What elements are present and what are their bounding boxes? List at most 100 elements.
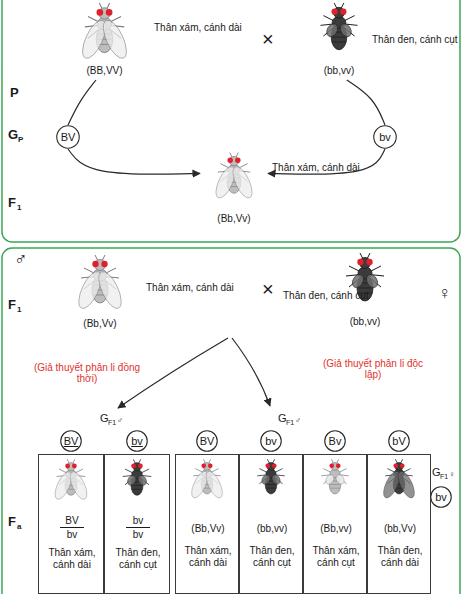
fly-wing <box>395 469 418 500</box>
gamete-label: bv <box>126 430 148 452</box>
fly-wing <box>350 272 366 289</box>
gamete-label: bv <box>260 430 282 452</box>
cross-symbol: × <box>262 278 274 300</box>
circle-shape <box>57 126 80 149</box>
generation-label: P <box>10 86 19 100</box>
genotype-label: (bb,vv) <box>300 65 378 77</box>
fly-illustration <box>242 457 300 517</box>
cross-symbol: × <box>262 28 274 50</box>
gamete-row-label: G <box>100 412 109 424</box>
subscript: 1 <box>17 204 21 213</box>
circle-shape <box>431 487 452 508</box>
gamete-row-label: G <box>8 128 18 142</box>
fly-eye <box>92 261 98 267</box>
fly-illustration <box>300 0 378 62</box>
circle-shape <box>389 431 410 452</box>
gamete-row-label: G <box>278 412 287 424</box>
fly-illustration <box>178 457 236 517</box>
subscript: a <box>17 523 21 532</box>
fly-illustration <box>107 457 167 517</box>
genotype-denominator: bv <box>126 529 150 541</box>
gamete-label: BV <box>60 430 82 452</box>
circle-shape <box>374 126 397 149</box>
offspring-cell: (bb,Vv)Thân đen, cánh dài <box>367 454 431 594</box>
fly-eye <box>340 9 346 15</box>
connector-arrow <box>68 80 96 125</box>
gamete-circle: bv <box>430 486 452 508</box>
phenotype-label: Thân đen, cánh cụt <box>108 547 168 570</box>
phenotype-caption: Thân đen, cánh cụt <box>283 290 383 302</box>
genotype-label: (bb,vv) <box>325 316 405 328</box>
circle-shape <box>325 431 346 452</box>
fly-figure: Thân đen, cánh cụt(bb,vv) <box>300 0 378 80</box>
offspring-cell: (Bb,vv)Thân xám, cánh cụt <box>303 454 367 594</box>
fly-eye <box>106 9 113 16</box>
subscript: F1 <box>440 473 448 481</box>
fly-wing <box>203 469 226 500</box>
hypothesis-note: (Giả thuyết phân li độc lập) <box>318 358 428 380</box>
offspring-cell: bvbvThân đen, cánh cụt <box>104 454 170 594</box>
fly-wing <box>324 473 335 485</box>
fly-eye <box>272 463 277 468</box>
fly-illustration <box>325 250 405 312</box>
fly-stripe <box>266 488 275 489</box>
fly-stripe <box>330 484 339 485</box>
gamete-circle: BV <box>196 430 218 452</box>
connector-arrow <box>68 149 200 174</box>
fly-stripe <box>132 485 142 486</box>
fly-illustration <box>41 457 101 517</box>
offspring-cell: (Bb,Vv)Thân xám, cánh dài <box>175 454 239 594</box>
sex-symbol: ♂ <box>117 417 123 426</box>
fly-eye <box>65 464 70 469</box>
sex-symbol: ♀ <box>449 471 455 480</box>
fly-stripe <box>132 489 142 490</box>
gamete-circle: BV <box>60 430 82 452</box>
fly-illustration <box>370 457 428 517</box>
fly-stripe <box>359 288 372 289</box>
fly-eye <box>400 463 405 468</box>
fly-wing <box>260 473 271 485</box>
sex-symbol: ♂ <box>295 417 301 426</box>
fly-eye <box>329 463 334 468</box>
generation-label: F <box>8 515 16 529</box>
gamete-label: BV <box>56 125 80 149</box>
circle-shape <box>61 431 82 452</box>
genotype-label: (Bb,Vv) <box>60 318 140 330</box>
gamete-label: BV <box>196 430 218 452</box>
gamete-label: bv <box>430 486 452 508</box>
hypothesis-note: (Giả thuyết phân li đồng thời) <box>32 362 142 384</box>
genotype-denominator: bv <box>60 529 84 541</box>
genotype-label: (bb,vv) <box>240 523 304 535</box>
fly-stripe <box>333 41 346 42</box>
panel-frame <box>2 248 460 594</box>
genotype-numerator: bv <box>126 515 150 528</box>
fly-illustration <box>306 457 364 517</box>
phenotype-caption: Thân xám, cánh dài <box>146 282 266 294</box>
phenotype-label: Thân đen, cánh dài <box>371 545 429 568</box>
fly-eye <box>366 259 372 265</box>
gamete-circle: Bv <box>324 430 346 452</box>
fly-eye <box>265 463 270 468</box>
genotype-label: (BB,VV) <box>62 65 147 77</box>
gamete-label: Bv <box>324 430 346 452</box>
fly-wing <box>126 474 138 487</box>
subscript: F1 <box>286 419 294 427</box>
fly-stripe <box>333 37 346 38</box>
genotype-label: (Bb,vv) <box>304 523 368 535</box>
sex-symbol: ♂ <box>14 250 28 270</box>
fly-wing <box>67 469 91 501</box>
cross-arrow <box>232 338 270 406</box>
fly-eye <box>357 259 363 265</box>
fly-illustration <box>62 0 147 62</box>
genotype-label: (Bb,Vv) <box>176 523 240 535</box>
sex-symbol: ♀ <box>438 284 452 304</box>
fly-figure: Thân đen, cánh cụt(bb,vv) <box>325 250 405 330</box>
phenotype-caption: Thân xám, cánh dài <box>272 162 392 174</box>
fly-eye <box>201 463 206 468</box>
gamete-circle: BV <box>56 125 80 149</box>
fly-eye <box>97 9 104 16</box>
fly-wing <box>99 17 131 61</box>
